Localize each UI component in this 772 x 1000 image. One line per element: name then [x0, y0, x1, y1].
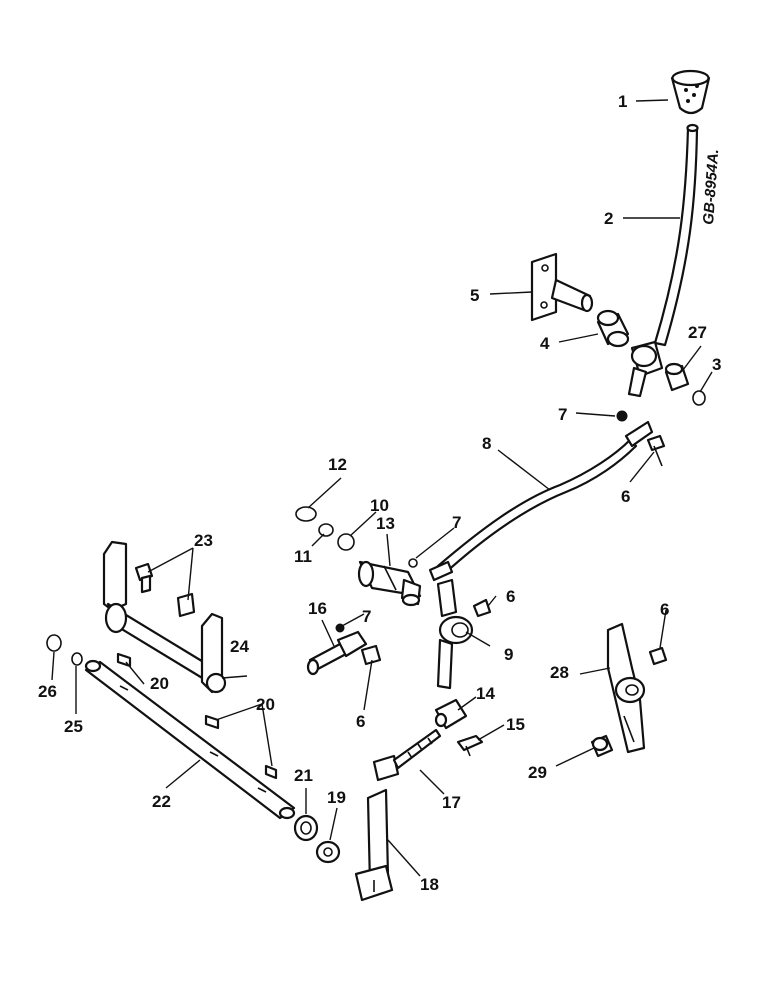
part-washer-19 [315, 840, 341, 864]
callout-4: 4 [540, 334, 550, 353]
part-ball-7a [616, 410, 628, 422]
part-key-20c [264, 764, 278, 780]
callout-21: 21 [294, 766, 313, 785]
callout-11: 11 [294, 547, 312, 566]
part-bush-27 [664, 362, 690, 392]
part-bolt-6c [648, 646, 668, 666]
callout-6a: 6 [621, 487, 630, 506]
drawing-reference: GB-8954A. [700, 148, 722, 225]
part-shaft-22 [84, 659, 296, 820]
callout-17: 17 [442, 793, 461, 812]
callout-23: 23 [194, 531, 213, 550]
part-washer-25 [71, 652, 83, 666]
callout-13: 13 [376, 514, 395, 533]
part-bush [596, 309, 630, 348]
callout-19: 19 [327, 788, 346, 807]
part-bolt-6a [646, 434, 666, 467]
callout-labels: 1 2 3 4 5 6 6 6 6 7 7 7 8 9 10 11 12 13 … [38, 92, 721, 894]
callout-7b: 7 [452, 513, 461, 532]
part-bolt-6b [472, 598, 492, 618]
part-gear-lever [627, 123, 699, 398]
part-clevis-14 [434, 698, 468, 730]
callout-16: 16 [308, 599, 327, 618]
part-casting-28 [606, 622, 646, 754]
callout-25: 25 [64, 717, 83, 736]
callout-7a: 7 [558, 405, 567, 424]
callout-29: 29 [528, 763, 547, 782]
part-bracket [530, 252, 594, 322]
part-threaded-rod-17 [372, 728, 442, 782]
part-knob [670, 69, 711, 115]
callout-6b: 6 [506, 587, 515, 606]
callout-12: 12 [328, 455, 347, 474]
callout-8: 8 [482, 434, 491, 453]
part-selector-frame-24 [102, 540, 227, 694]
part-nut-29 [590, 734, 614, 758]
callout-14: 14 [476, 684, 495, 703]
callout-20b: 20 [256, 695, 275, 714]
part-cylinder-13 [357, 560, 422, 607]
part-bracket-18 [354, 788, 394, 902]
callout-27: 27 [688, 323, 707, 342]
callout-22: 22 [152, 792, 171, 811]
callout-28: 28 [550, 663, 569, 682]
callout-18: 18 [420, 875, 439, 894]
callout-9: 9 [504, 645, 513, 664]
callout-5: 5 [470, 286, 479, 305]
part-bush-21 [293, 814, 319, 842]
part-pin-15 [456, 734, 484, 757]
callout-6c: 6 [660, 600, 669, 619]
callout-6d: 6 [356, 712, 365, 731]
part-lever-9 [436, 578, 474, 690]
callout-2: 2 [604, 209, 613, 228]
part-ring-11 [318, 523, 334, 537]
callout-26: 26 [38, 682, 57, 701]
callout-20a: 20 [150, 674, 169, 693]
part-circlip-26 [46, 634, 62, 652]
callout-24: 24 [230, 637, 249, 656]
callout-3: 3 [712, 355, 721, 374]
callout-7c: 7 [362, 607, 371, 626]
part-fork-pin-16 [306, 630, 368, 676]
part-ring-12 [295, 506, 317, 522]
part-circlip-3 [692, 390, 706, 406]
part-clip-23a [134, 562, 154, 594]
leader-lines [51, 99, 713, 877]
part-bolt-6d [360, 644, 382, 666]
callout-1: 1 [618, 92, 627, 111]
part-key-20b [204, 714, 220, 730]
callout-15: 15 [506, 715, 525, 734]
part-ball-7b [408, 558, 418, 568]
part-circlip-10 [337, 533, 355, 551]
part-clip-23b [176, 592, 196, 618]
part-link-rod [428, 420, 654, 582]
callout-10: 10 [370, 496, 389, 515]
